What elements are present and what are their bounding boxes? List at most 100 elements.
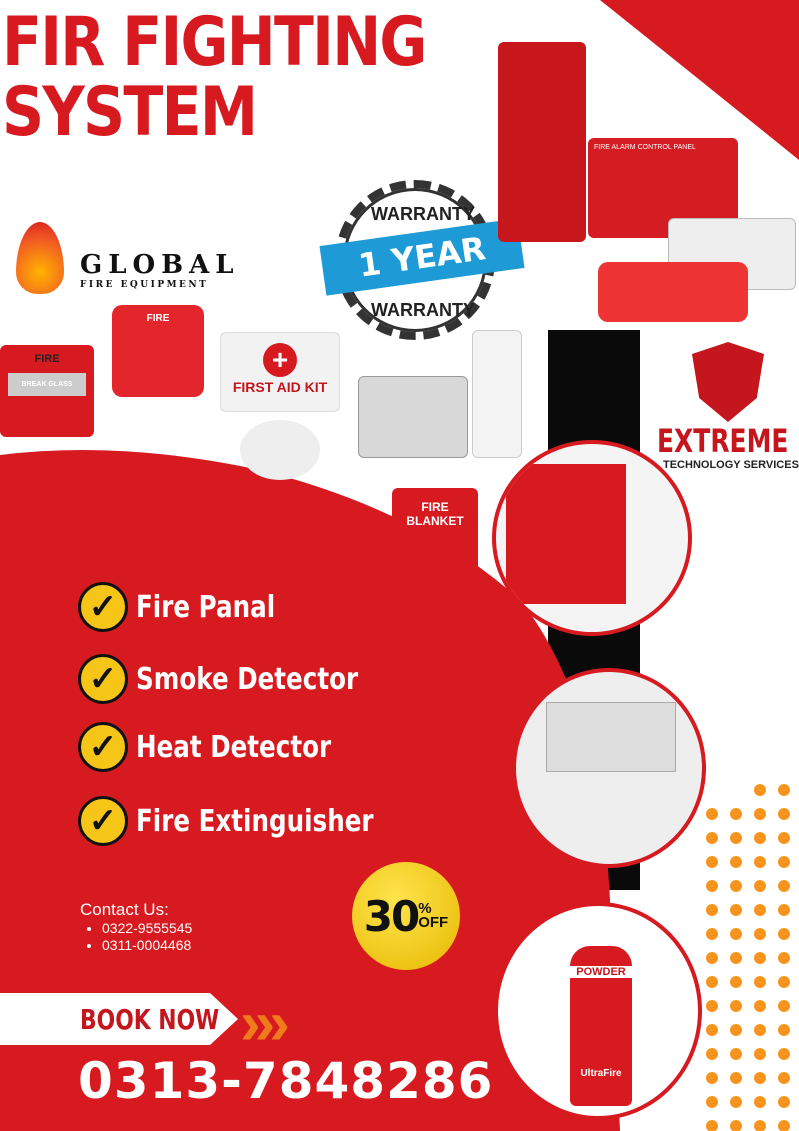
orange-dot (706, 1120, 718, 1131)
orange-dot (706, 904, 718, 916)
contact-info: Contact Us: 0322-9555545 0311-0004468 (80, 900, 192, 954)
check-icon: ✓ (78, 796, 128, 846)
orange-dot (706, 976, 718, 988)
extinguisher-label: POWDER (570, 966, 632, 978)
orange-dot (754, 808, 766, 820)
addressable-panel-circle-image (512, 668, 706, 868)
orange-dot (730, 952, 742, 964)
orange-dot (730, 832, 742, 844)
discount-off: OFF (418, 914, 449, 931)
partner-name: EXTREME (657, 422, 789, 460)
orange-dot (754, 1048, 766, 1060)
discount-badge: 30 %OFF (352, 862, 460, 970)
orange-dot (730, 1120, 742, 1131)
call-point-sub: BREAK GLASS (8, 373, 86, 396)
title-line-2: SYSTEM (2, 73, 258, 152)
orange-dot (754, 1000, 766, 1012)
contact-heading: Contact Us: (80, 900, 169, 919)
detector-group-image (598, 262, 748, 322)
orange-dot (754, 904, 766, 916)
orange-dot (778, 1048, 790, 1060)
orange-dot (706, 880, 718, 892)
blanket-label: FIRE BLANKET (406, 500, 464, 528)
orange-dot (730, 1000, 742, 1012)
extinguisher-brand: UltraFire (580, 1068, 622, 1079)
orange-dot (730, 1024, 742, 1036)
orange-dot (706, 1096, 718, 1108)
fire-blanket-image: FIRE BLANKET (392, 488, 478, 588)
warranty-bottom: WARRANTY (371, 300, 475, 320)
orange-dot (778, 856, 790, 868)
call-point-label: FIRE (34, 353, 60, 365)
orange-dot (754, 952, 766, 964)
orange-dot (778, 784, 790, 796)
orange-dot (778, 1072, 790, 1084)
first-aid-kit-image: + FIRST AID KIT (220, 332, 340, 412)
orange-dot (706, 952, 718, 964)
book-now-label: BOOK NOW (80, 1003, 220, 1036)
red-cross-icon: + (263, 343, 297, 377)
emergency-light-image (472, 330, 522, 458)
orange-dot (730, 1096, 742, 1108)
orange-dot (778, 1096, 790, 1108)
orange-dot (778, 1024, 790, 1036)
fire-alarm-panel-image (498, 42, 586, 242)
orange-dot (706, 1024, 718, 1036)
service-item: ✓Fire Panal (78, 582, 306, 632)
discount-value: 30 (363, 891, 420, 941)
partner-subtitle: TECHNOLOGY SERVICES (663, 459, 799, 471)
contact-phone[interactable]: 0322-9555545 (102, 920, 192, 937)
first-aid-label: FIRST AID KIT (232, 379, 328, 395)
orange-dot (778, 952, 790, 964)
smoke-detector-image (240, 420, 320, 480)
chevron-arrows-icon: ››› (240, 989, 290, 1058)
check-icon: ✓ (78, 582, 128, 632)
red-wave (0, 450, 620, 1131)
fire-sounder-image: FIRE (112, 305, 204, 397)
orange-dot (754, 880, 766, 892)
service-label: Heat Detector (136, 729, 332, 765)
brand-logo: GLOBAL FIRE EQUIPMENT (80, 250, 240, 290)
contact-phone[interactable]: 0311-0004468 (102, 937, 192, 954)
check-icon: ✓ (78, 654, 128, 704)
orange-dot (778, 808, 790, 820)
discount-percent: % (418, 900, 432, 917)
orange-dot (706, 856, 718, 868)
orange-dot (778, 1120, 790, 1131)
orange-dot (730, 808, 742, 820)
orange-dot (706, 928, 718, 940)
flame-logo-icon (16, 222, 64, 294)
title-line-1: FIR FIGHTING (2, 3, 427, 82)
orange-dots (706, 784, 790, 1131)
orange-dot (754, 856, 766, 868)
orange-dot (730, 904, 742, 916)
conventional-panel-image (358, 376, 468, 458)
fire-panel-circle-image (492, 440, 692, 636)
orange-dot (706, 808, 718, 820)
main-phone[interactable]: 0313-7848286 (78, 1052, 494, 1110)
page-title: FIR FIGHTING SYSTEM (2, 3, 427, 152)
orange-dot (730, 1072, 742, 1084)
orange-dot (778, 832, 790, 844)
top-right-red-corner (600, 0, 799, 160)
brand-tagline: FIRE EQUIPMENT (80, 280, 209, 290)
brand-name: GLOBAL (80, 250, 240, 280)
orange-dot (754, 1072, 766, 1084)
book-now-button[interactable]: BOOK NOW (0, 993, 238, 1045)
orange-dot (706, 832, 718, 844)
orange-dot (730, 880, 742, 892)
orange-dot (730, 976, 742, 988)
orange-dot (778, 976, 790, 988)
orange-dot (754, 1096, 766, 1108)
orange-dot (730, 856, 742, 868)
sounder-label: FIRE (146, 313, 170, 324)
orange-dot (706, 1072, 718, 1084)
panel-label: FIRE ALARM CONTROL PANEL (594, 144, 696, 151)
orange-dot (754, 928, 766, 940)
service-item: ✓Smoke Detector (78, 654, 407, 704)
orange-dot (778, 928, 790, 940)
warranty-top: WARRANTY (371, 204, 475, 224)
extinguisher-circle-image: POWDER UltraFire (494, 902, 702, 1120)
orange-dot (778, 880, 790, 892)
check-icon: ✓ (78, 722, 128, 772)
